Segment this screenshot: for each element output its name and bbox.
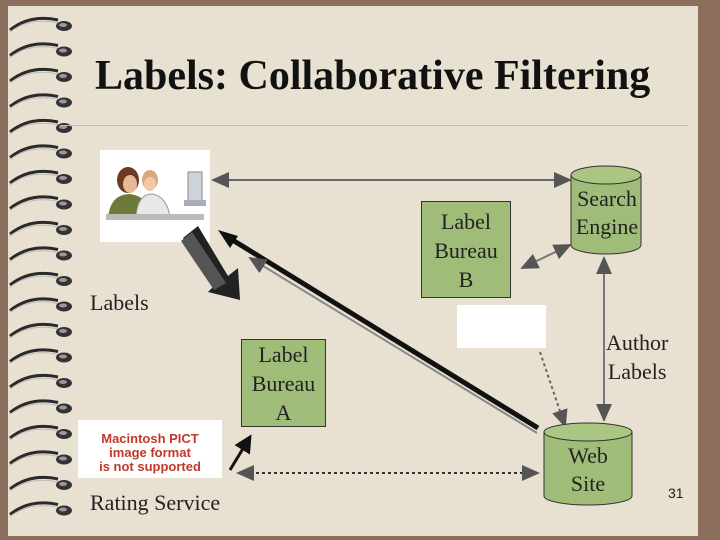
search-engine-cylinder xyxy=(570,165,642,255)
binding-ring xyxy=(9,220,72,237)
labels-text: Labels xyxy=(90,290,149,315)
binding-ring xyxy=(9,373,72,390)
label-bureau-a-line2: Bureau xyxy=(251,371,316,396)
rating-service-text: Rating Service xyxy=(90,490,221,515)
binding-ring xyxy=(9,271,72,288)
bureau-b-to-search-arrow xyxy=(520,244,572,269)
rating-to-bureau-arrow xyxy=(228,434,252,471)
blank-rectangle xyxy=(457,305,546,348)
binding-ring xyxy=(9,169,72,186)
web-site-label: Web Site xyxy=(544,442,632,498)
binding-ring xyxy=(9,246,72,262)
binding-ring xyxy=(9,348,72,364)
binding-ring xyxy=(9,67,72,84)
website-to-people-arrow xyxy=(224,233,540,431)
web-site-line1: Web xyxy=(568,443,608,468)
dotted-rect-to-website xyxy=(539,351,568,428)
pict-line3: is not supported xyxy=(99,459,201,474)
binding-ring xyxy=(9,42,72,58)
pict-line2: image format xyxy=(109,445,191,460)
author-labels-line1: Author xyxy=(606,330,669,355)
binding-ring xyxy=(9,144,72,160)
author-labels-text: Author Labels xyxy=(606,328,668,386)
label-bureau-a-line1: Label xyxy=(258,342,309,367)
web-site-cylinder xyxy=(543,422,633,506)
search-engine-line1: Search xyxy=(577,186,637,211)
people-at-computer-icon xyxy=(100,150,210,242)
label-bureau-a-line3: A xyxy=(275,400,292,425)
label-bureau-b: Label Bureau B xyxy=(421,201,511,298)
spiral-binding xyxy=(9,16,72,517)
binding-ring xyxy=(9,93,72,109)
binding-ring xyxy=(9,475,72,492)
title-divider xyxy=(60,125,688,126)
pict-line1: Macintosh PICT xyxy=(101,431,199,446)
web-site-line2: Site xyxy=(570,471,606,496)
search-engine-label: Search Engine xyxy=(571,185,643,241)
binding-ring xyxy=(9,195,72,211)
page-number: 31 xyxy=(668,485,684,501)
label-bureau-a: Label Bureau A xyxy=(241,339,326,427)
binding-ring xyxy=(9,322,72,339)
binding-ring xyxy=(9,450,72,466)
search-engine-line2: Engine xyxy=(575,214,639,239)
binding-ring xyxy=(9,16,72,33)
pict-placeholder-image: Macintosh PICT image format is not suppo… xyxy=(78,420,222,478)
binding-ring xyxy=(9,501,72,517)
slide-title: Labels: Collaborative Filtering xyxy=(95,53,651,99)
binding-ring xyxy=(9,297,72,313)
binding-ring xyxy=(9,424,72,441)
binding-ring xyxy=(9,399,72,415)
label-bureau-b-line2: Bureau xyxy=(434,238,498,263)
label-bureau-b-line3: B xyxy=(458,267,474,292)
label-bureau-b-line1: Label xyxy=(440,209,492,234)
author-labels-line2: Labels xyxy=(607,359,667,384)
